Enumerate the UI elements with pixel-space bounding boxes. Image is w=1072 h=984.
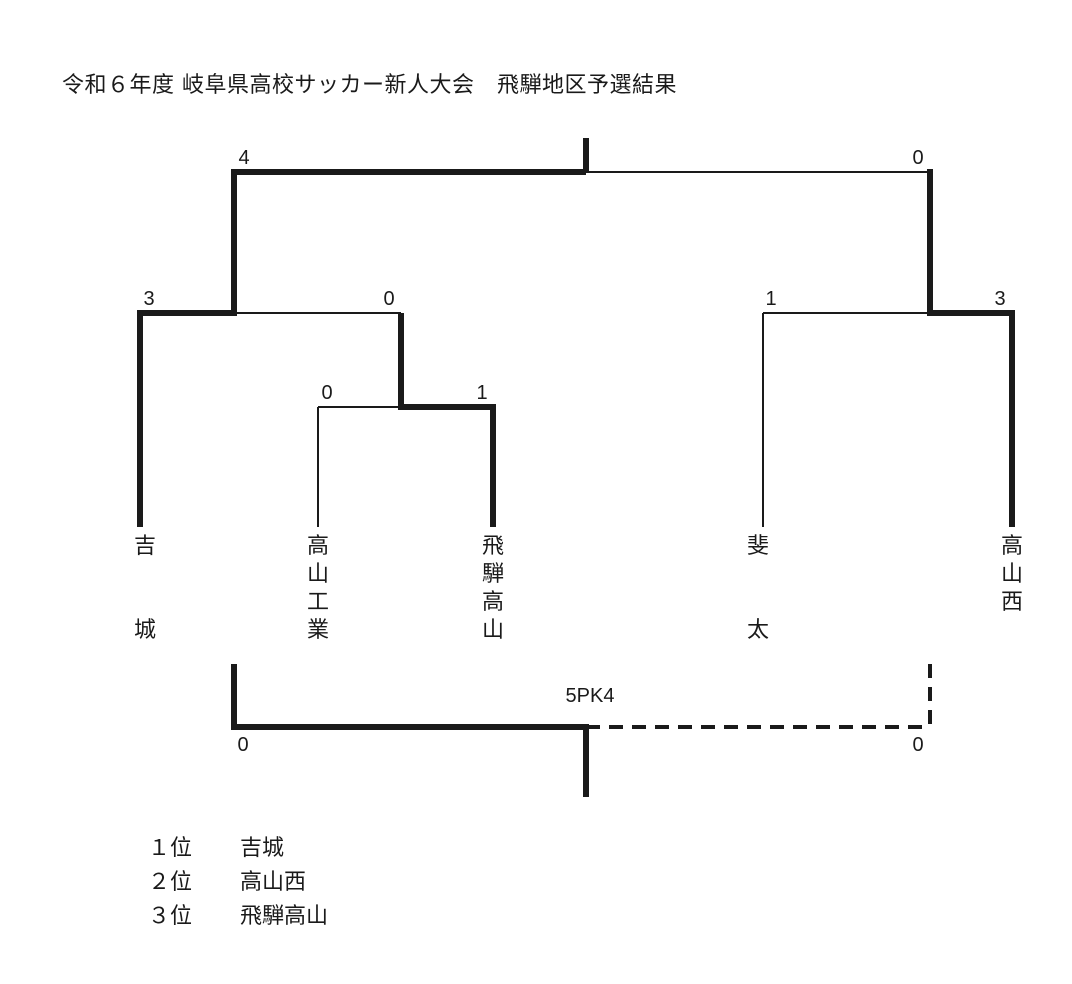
team-char: 高 [306, 534, 329, 559]
standing-team: 飛騨高山 [240, 904, 329, 929]
standing-row: １位 吉城 [148, 832, 328, 866]
score-third-left: 0 [237, 734, 248, 756]
score-first-round-hida-takayama: 1 [476, 382, 487, 404]
standing-row: ３位 飛騨高山 [148, 900, 328, 934]
team-hida: 斐 太 [743, 533, 773, 645]
score-final-takayama-nishi: 0 [912, 147, 923, 169]
team-char: 斐 [746, 534, 769, 559]
standing-team: 吉城 [240, 836, 285, 861]
team-char: 騨 [481, 562, 504, 587]
team-char [743, 561, 773, 589]
team-char: 高 [1000, 534, 1023, 559]
team-char: 業 [306, 618, 329, 643]
team-char [130, 561, 160, 589]
score-third-right: 0 [912, 734, 923, 756]
score-semi-right-takayama-nishi: 3 [994, 288, 1005, 310]
page-title: 令和６年度 岐阜県高校サッカー新人大会 飛騨地区予選結果 [62, 73, 677, 98]
team-char: 飛 [481, 534, 504, 559]
final-standings: １位 吉城 ２位 高山西 ３位 飛騨高山 [148, 832, 328, 934]
team-char: 西 [1000, 590, 1023, 615]
team-takayama-nishi: 高 山 西 [997, 533, 1027, 617]
score-first-round-takayama-kogyo: 0 [321, 382, 332, 404]
team-hida-takayama: 飛 騨 高 山 [478, 533, 508, 645]
standing-rank: ３位 [148, 904, 193, 929]
team-char: 山 [1000, 562, 1023, 587]
team-char: 工 [306, 590, 329, 615]
team-yoshiki: 吉 城 [130, 533, 160, 645]
score-semi-left-yoshiki: 3 [143, 288, 154, 310]
standing-rank: ２位 [148, 870, 193, 895]
standing-team: 高山西 [240, 870, 307, 895]
team-char: 山 [481, 618, 504, 643]
team-char: 山 [306, 562, 329, 587]
score-semi-left-hida-takayama: 0 [383, 288, 394, 310]
score-semi-right-hida: 1 [765, 288, 776, 310]
team-char: 吉 [133, 534, 156, 559]
team-char: 城 [133, 618, 156, 643]
pk-score-label: 5PK4 [565, 685, 615, 707]
standing-rank: １位 [148, 836, 193, 861]
team-char: 太 [746, 618, 769, 643]
score-final-yoshiki: 4 [238, 147, 249, 169]
team-char: 高 [481, 590, 504, 615]
standing-row: ２位 高山西 [148, 866, 328, 900]
team-takayama-kogyo: 高 山 工 業 [303, 533, 333, 645]
